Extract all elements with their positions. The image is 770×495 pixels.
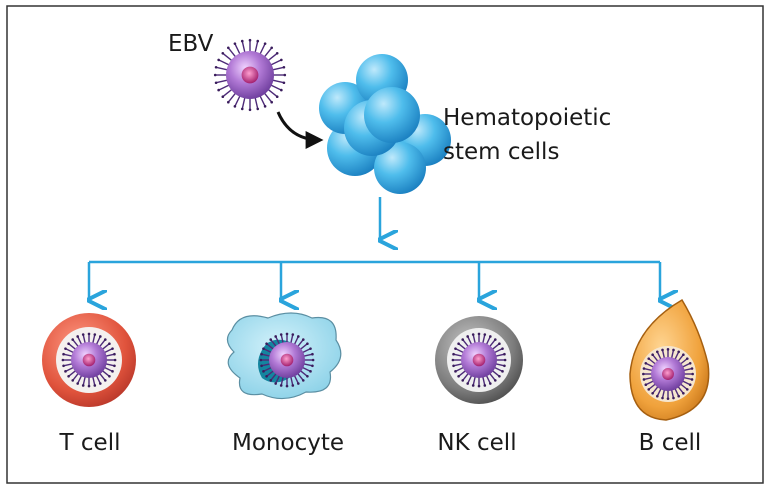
b-cell-virus: [642, 348, 694, 400]
monocyte-virus: [259, 332, 315, 388]
t-cell-virus: [61, 332, 117, 388]
infection-arrow: [276, 111, 324, 149]
ebv-virus: [213, 38, 287, 112]
stem-cells-label-line1: Hematopoietic: [443, 105, 612, 131]
nk-cell-virus: [451, 332, 507, 388]
monocyte-label: Monocyte: [232, 430, 344, 456]
b-cell-label: B cell: [638, 430, 702, 456]
ebv-label: EBV: [168, 31, 214, 57]
stem-cell-cluster: [319, 54, 451, 194]
stem-cells-label-line2: stem cells: [443, 139, 560, 165]
t-cell-label: T cell: [59, 430, 121, 456]
nk-cell-label: NK cell: [437, 430, 517, 456]
